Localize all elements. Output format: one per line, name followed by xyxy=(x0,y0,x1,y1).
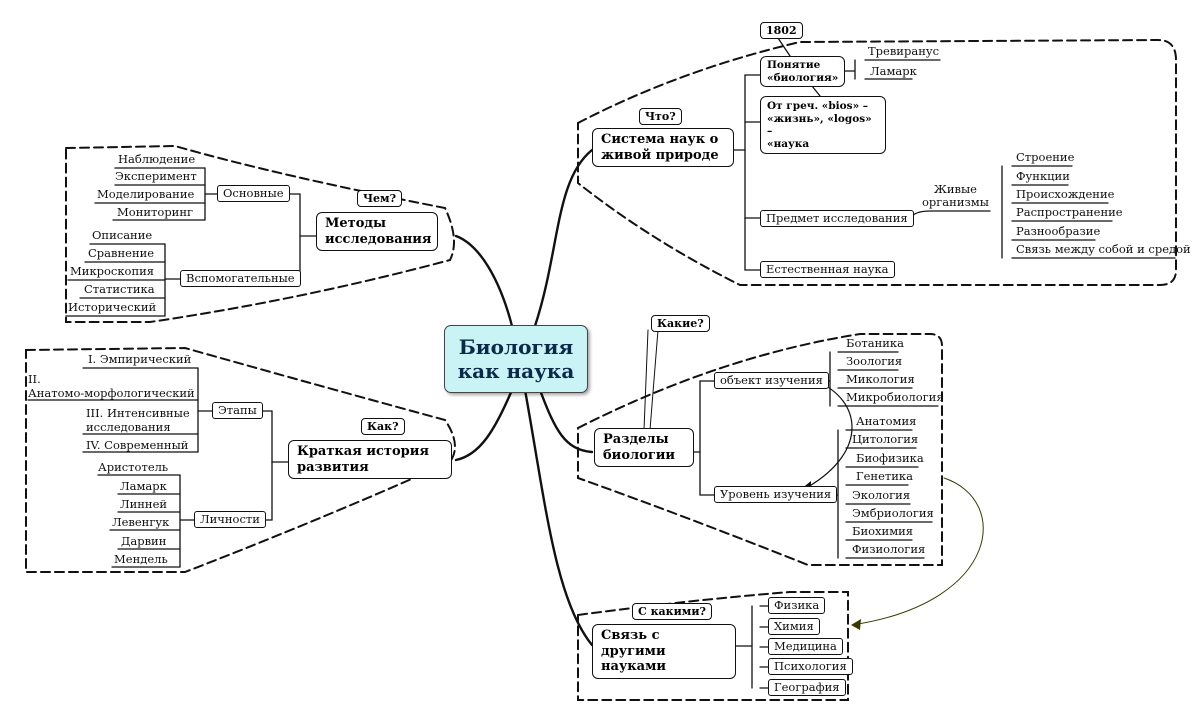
topic-links[interactable]: Связь с другими науками xyxy=(592,624,736,679)
leaf-aristotle[interactable]: Аристотель xyxy=(98,460,169,474)
leaf-cytology[interactable]: Цитология xyxy=(852,432,919,446)
leaf-mycology[interactable]: Микология xyxy=(846,372,915,386)
topic-system-line1: Система наук о xyxy=(601,132,719,147)
topic-branches[interactable]: Разделы биологии xyxy=(594,428,694,468)
topic-history-line1: Краткая история xyxy=(297,444,429,459)
topic-history-line2: развития xyxy=(297,459,369,475)
topic-methods-line2: исследования xyxy=(325,231,432,247)
object-of-study[interactable]: объект изучения xyxy=(714,372,829,390)
leaf-monitoring[interactable]: Мониторинг xyxy=(117,205,194,219)
callout-s-kakimi: С какими? xyxy=(632,603,712,620)
leaf-diversity[interactable]: Разнообразие xyxy=(1016,224,1101,238)
concept-line2: «биология» xyxy=(767,71,839,84)
leaf-embryology[interactable]: Эмбриология xyxy=(852,506,934,520)
natural-science[interactable]: Естественная наука xyxy=(760,261,895,279)
leaf-structure[interactable]: Строение xyxy=(1016,150,1075,164)
topic-methods-line1: Методы xyxy=(325,216,387,231)
leaf-darwin[interactable]: Дарвин xyxy=(121,534,167,548)
branches-outline xyxy=(577,333,943,566)
leaf-anatomy[interactable]: Анатомия xyxy=(856,414,917,428)
leaf-modern[interactable]: IV. Современный xyxy=(86,438,189,452)
concept-box[interactable]: Понятие «биология» xyxy=(760,56,846,88)
leaf-anat-1[interactable]: II. xyxy=(28,372,41,386)
level-of-study[interactable]: Уровень изучения xyxy=(714,486,838,504)
leaf-physiology[interactable]: Физиология xyxy=(852,542,926,556)
leaf-experiment[interactable]: Эксперимент xyxy=(115,169,197,183)
leaf-anat-2[interactable]: Анатомо-морфологический xyxy=(28,386,195,400)
leaf-comparison[interactable]: Сравнение xyxy=(88,246,155,260)
leaf-historical[interactable]: Исторический xyxy=(68,300,157,314)
greek-line2: «жизнь», «logos» – xyxy=(767,112,872,138)
callout-chto: Что? xyxy=(639,108,682,125)
topic-links-line2: науками xyxy=(601,659,667,675)
concept-line1: Понятие xyxy=(767,59,821,71)
leaf-microbiology[interactable]: Микробиология xyxy=(846,390,944,404)
leaf-microscopy[interactable]: Микроскопия xyxy=(70,264,155,278)
year-badge: 1802 xyxy=(760,22,803,39)
central-topic-line1: Биология xyxy=(458,335,574,359)
leaf-geography[interactable]: География xyxy=(768,679,846,697)
leaf-linnaeus[interactable]: Линней xyxy=(120,497,168,511)
leaf-functions[interactable]: Функции xyxy=(1016,169,1070,183)
leaf-treviranus[interactable]: Тревиранус xyxy=(868,44,940,58)
leaf-psychology[interactable]: Психология xyxy=(768,658,853,676)
topic-history[interactable]: Краткая история развития xyxy=(288,440,452,480)
leaf-biophysics[interactable]: Биофизика xyxy=(856,451,924,465)
leaf-mendel[interactable]: Мендель xyxy=(114,552,168,566)
greek-line1: От греч. «bios» – xyxy=(767,100,869,112)
greek-line3: «наука xyxy=(767,137,810,150)
leaf-distribution[interactable]: Распространение xyxy=(1016,205,1123,219)
history-stages[interactable]: Этапы xyxy=(212,402,263,420)
leaf-genetics[interactable]: Генетика xyxy=(856,469,913,483)
topic-system-line2: живой природе xyxy=(601,147,719,163)
system-outline xyxy=(577,38,1177,286)
methods-outline xyxy=(65,144,455,323)
leaf-ecology[interactable]: Экология xyxy=(852,488,911,502)
topic-links-line1: Связь с другими xyxy=(601,628,666,659)
leaf-intensive-1[interactable]: III. Интенсивные xyxy=(86,406,190,420)
living-line1: Живые xyxy=(933,182,977,196)
links-outline xyxy=(577,591,849,701)
history-outline xyxy=(25,346,456,573)
leaf-empirical[interactable]: I. Эмпирический xyxy=(88,352,192,366)
topic-branches-line2: биологии xyxy=(603,447,676,463)
leaf-description[interactable]: Описание xyxy=(92,228,153,242)
subject-of-study[interactable]: Предмет исследования xyxy=(760,210,914,228)
leaf-lamarck-2[interactable]: Ламарк xyxy=(870,64,917,78)
leaf-zoology[interactable]: Зоология xyxy=(846,354,903,368)
leaf-statistics[interactable]: Статистика xyxy=(84,282,155,296)
leaf-origin[interactable]: Происхождение xyxy=(1016,187,1115,201)
living-line2: организмы xyxy=(922,195,989,210)
leaf-chemistry[interactable]: Химия xyxy=(768,618,820,636)
leaf-relations[interactable]: Связь между собой и средой xyxy=(1016,242,1191,256)
leaf-lamarck[interactable]: Ламарк xyxy=(120,479,167,493)
leaf-intensive-2[interactable]: исследования xyxy=(86,420,171,434)
leaf-observation[interactable]: Наблюдение xyxy=(118,152,196,166)
topic-system[interactable]: Система наук о живой природе xyxy=(592,128,734,168)
leaf-modeling[interactable]: Моделирование xyxy=(97,187,195,201)
leaf-physics[interactable]: Физика xyxy=(768,597,826,615)
central-topic-line2: как наука xyxy=(457,359,575,383)
living-organisms[interactable]: Живые организмы xyxy=(922,182,989,210)
methods-basic[interactable]: Основные xyxy=(217,185,290,203)
callout-kakie: Какие? xyxy=(651,315,710,332)
methods-aux[interactable]: Вспомогательные xyxy=(180,270,301,288)
topic-branches-line1: Разделы xyxy=(603,432,669,447)
history-persons-label[interactable]: Личности xyxy=(194,511,266,529)
callout-chem: Чем? xyxy=(357,190,403,207)
leaf-biochemistry[interactable]: Биохимия xyxy=(852,524,914,538)
leaf-botany[interactable]: Ботаника xyxy=(846,336,904,350)
leaf-leeuwenhoek[interactable]: Левенгук xyxy=(112,515,170,529)
callout-kak: Как? xyxy=(361,418,405,435)
leaf-medicine[interactable]: Медицина xyxy=(768,638,843,656)
topic-methods[interactable]: Методы исследования xyxy=(316,212,438,252)
greek-origin-box[interactable]: От греч. «bios» – «жизнь», «logos» – «на… xyxy=(760,96,886,155)
